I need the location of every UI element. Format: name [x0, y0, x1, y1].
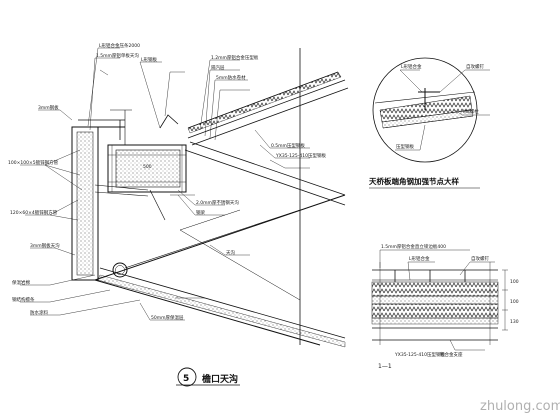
detail-top-right	[372, 57, 490, 163]
downspout-inner	[115, 265, 125, 275]
br-dim-3: 130	[510, 319, 519, 325]
callout-4: 1.2mm厚铝合金压型板	[211, 54, 259, 61]
main-detail	[71, 48, 349, 348]
main-triangle	[94, 194, 346, 348]
section-bottom-right	[371, 249, 508, 351]
main-callouts: L形铝合金压条2000 1.5mm厚铝单板天沟 L形钢板 1.2mm厚铝合金压型…	[8, 42, 326, 321]
roof-panel-upper	[184, 71, 349, 206]
diagonal-brace	[94, 184, 166, 221]
tr-callout-2: 自攻螺钉	[466, 63, 484, 70]
downspout-circle	[112, 262, 128, 278]
main-title-block: 5 檐口天沟	[176, 367, 240, 387]
gutter-frame	[71, 119, 125, 281]
br-callout-2: 自攻螺钉	[471, 255, 489, 262]
watermark-text: zhulong.com	[480, 399, 560, 414]
tube-dimension: 500	[143, 164, 152, 170]
main-leaders	[20, 47, 310, 321]
detail-circle	[372, 57, 478, 163]
br-callout-1: L形铝合金	[409, 255, 430, 262]
callout-19: YX35-125-410压型钢板	[275, 152, 326, 159]
callout-2: 1.5mm厚铝单板天沟	[96, 52, 139, 59]
detail-top-right-text: L形铝合金 自攻螺钉 M8螺栓 压型钢板 天桥板端角钢加强节点大样	[369, 63, 484, 189]
detail-number-circle	[177, 367, 197, 387]
callout-9: 120×60×4镀锌钢方管	[10, 209, 58, 216]
callout-3: L形钢板	[141, 56, 158, 63]
callout-5: 隔汽层	[211, 64, 225, 71]
callout-18: 天沟	[226, 249, 235, 256]
callout-16: 钢梁	[196, 209, 205, 216]
main-detail-title: 檐口天沟	[202, 373, 238, 385]
tr-callout-4: 压型钢板	[396, 143, 414, 150]
callout-13: 防水涂料	[30, 309, 48, 316]
callout-8: 100×100×5镀锌钢方管	[8, 159, 59, 166]
br-callout-3: 铝合金支座	[440, 351, 463, 358]
watermark: zhulong.com	[480, 399, 560, 414]
section-bottom-right-text: 1.5mm厚铝合金直立锁边板400 L形铝合金 自攻螺钉 铝合金支座 YX35-…	[378, 243, 519, 370]
callout-17: 0.5mm压型钢板	[271, 142, 305, 149]
detail-number: 5	[183, 374, 189, 384]
callout-6: 5mm防水卷材	[216, 74, 246, 81]
br-callout-4: YX35-125-410压型钢板	[394, 351, 445, 358]
br-top-label: 1.5mm厚铝合金直立锁边板400	[381, 243, 446, 250]
tube-box	[107, 144, 187, 193]
br-dim-2: 100	[510, 299, 519, 305]
callout-14: 2.0mm厚不锈钢天沟	[196, 199, 239, 206]
callout-12: 钢结构檩条	[12, 296, 35, 303]
br-title: 1—1	[378, 363, 392, 370]
tr-title: 天桥板端角钢加强节点大样	[369, 176, 459, 186]
callout-1: L形铝合金压条2000	[99, 42, 140, 49]
tr-callout-3: M8螺栓	[463, 108, 479, 115]
callout-10: 3mm钢板天沟	[30, 242, 60, 249]
callout-7: 3mm钢板	[38, 104, 59, 111]
callout-15: 50mm厚保温层	[151, 314, 184, 321]
tr-callout-1: L形铝合金	[401, 63, 422, 70]
br-dim-1: 100	[510, 279, 519, 285]
callout-11: 保温岩棉	[12, 279, 30, 286]
upper-flashing	[110, 109, 179, 145]
